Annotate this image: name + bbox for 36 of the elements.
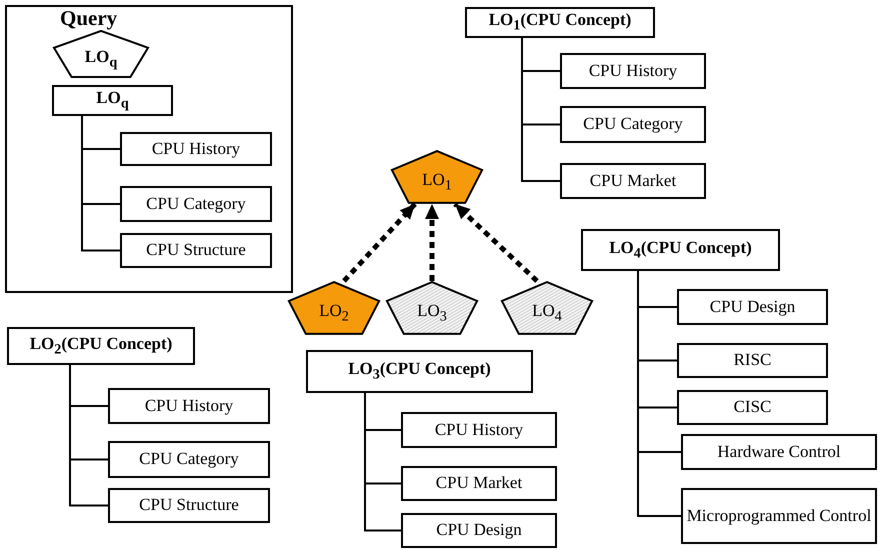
concept-box: CPU Category	[108, 441, 270, 478]
concept-box: Hardware Control	[681, 434, 877, 470]
tree-connector	[364, 393, 401, 532]
concept-box: LO$_{4}$(CPU Concept)	[581, 229, 780, 271]
arrow	[342, 202, 417, 283]
concept-box: CPU History	[401, 412, 557, 448]
concept-box: LO$_{q}$	[52, 85, 173, 116]
concept-box: CPU Category	[560, 106, 706, 143]
arrow	[425, 204, 439, 281]
concept-box: CPU History	[560, 53, 706, 89]
concept-box: LO$_{2}$(CPU Concept)	[7, 327, 195, 365]
concept-box: CPU Design	[677, 289, 828, 325]
query-frame	[5, 5, 293, 293]
concept-box: CISC	[677, 390, 828, 425]
concept-box: CPU Structure	[108, 488, 270, 523]
pentagon-node: LO$_{4}$	[500, 281, 594, 335]
concept-box: RISC	[677, 343, 828, 378]
concept-box: CPU Market	[560, 163, 706, 199]
concept-box: CPU Market	[401, 466, 557, 501]
pentagon-node: LO$_{2}$	[287, 281, 381, 335]
frame-heading: Query	[60, 7, 118, 30]
tree-connector	[69, 365, 108, 506]
pentagon-node: LO$_{q}$	[52, 30, 150, 78]
tree-connector	[637, 271, 681, 517]
pentagon-node: LO$_{3}$	[385, 281, 479, 335]
concept-box: CPU History	[120, 132, 272, 166]
concept-box: CPU History	[108, 388, 270, 424]
arrow	[453, 202, 539, 283]
concept-box: CPU Category	[120, 186, 272, 222]
concept-box: CPU Design	[401, 513, 557, 548]
concept-box: CPU Structure	[120, 233, 272, 268]
tree-connector	[521, 38, 560, 182]
concept-box: Microprogrammed Control	[681, 488, 877, 544]
concept-box: LO$_{1}$(CPU Concept)	[465, 7, 655, 38]
concept-box: LO$_{3}$(CPU Concept)	[306, 350, 533, 393]
pentagon-node: LO$_{1}$	[390, 150, 484, 204]
